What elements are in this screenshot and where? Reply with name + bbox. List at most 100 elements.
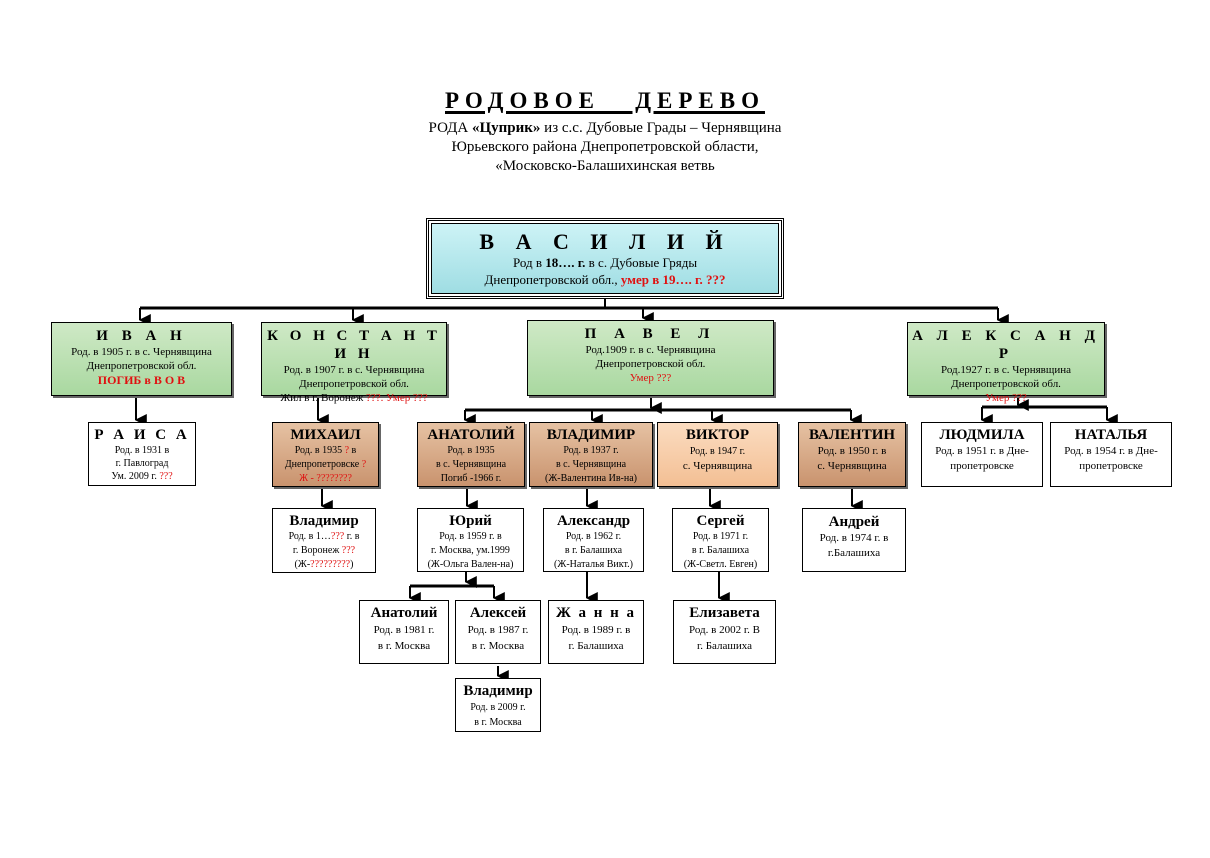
node-konstantin: К О Н С Т А Н Т И Н Род. в 1907 г. в с. …: [261, 322, 447, 404]
subtitle-line-1: РОДА «Цуприк» из с.с. Дубовые Грады – Че…: [428, 120, 782, 136]
node-name: Сергей: [696, 513, 745, 529]
node-anatoliy: АНАТОЛИЙ Род. в 1935 в с. Чернявщина Пог…: [417, 422, 525, 487]
node-line: г. Балашиха: [568, 640, 624, 652]
node-line: (Ж-Валентина Ив-на): [544, 473, 637, 484]
node-vladimir-alekseevich: Владимир Род. в 2009 г. в г. Москва: [455, 678, 541, 732]
node-name: Р А И С А: [94, 427, 190, 443]
node-name: Владимир: [463, 683, 533, 699]
node-line: (Ж-Ольга Вален-на): [427, 559, 514, 570]
node-line: в г. Балашиха: [564, 545, 623, 556]
node-line: Род. в 1962 г.: [565, 531, 622, 542]
node-line: (Ж-?????????): [294, 559, 354, 570]
node-line: Днепропетровской обл.: [299, 378, 409, 390]
node-elizaveta: Елизавета Род. в 2002 г. В г. Балашиха: [673, 600, 776, 664]
node-line: Умер ???: [985, 392, 1027, 404]
node-name: Анатолий: [370, 605, 438, 621]
node-line: с. Чернявщина: [682, 460, 753, 472]
node-name: Юрий: [449, 513, 492, 529]
node-line: Род. в 1935 ? в: [294, 445, 357, 456]
node-line: Род. в 1959 г. в: [439, 531, 502, 542]
node-line: пропетровске: [1079, 460, 1143, 472]
node-line: Погиб -1966 г.: [440, 473, 502, 484]
node-lyudmila: ЛЮДМИЛА Род. в 1951 г. в Дне- пропетровс…: [921, 422, 1043, 487]
node-line: г.Балашиха: [827, 547, 881, 559]
node-sergey: Сергей Род. в 1971 г. в г. Балашиха (Ж-С…: [672, 508, 769, 572]
node-name: Андрей: [828, 514, 880, 530]
node-name: К О Н С Т А Н Т И Н: [267, 328, 441, 362]
node-vladimir-mikhailovich: Владимир Род. в 1…??? г. в г. Воронеж ??…: [272, 508, 376, 573]
node-line: Род. в 1907 г. в с. Чернявщина: [283, 364, 425, 376]
node-name: Ж а н н а: [555, 605, 637, 621]
node-line: Днепропетровской обл.: [86, 360, 197, 372]
node-line: ПОГИБ в В О В: [97, 373, 186, 387]
node-line: Днепропетровской обл., умер в 19…. г. ??…: [484, 272, 726, 287]
node-line: в г. Балашиха: [691, 545, 750, 556]
node-viktor: ВИКТОР Род. в 1947 г. с. Чернявщина: [657, 422, 778, 487]
node-name: А Л Е К С А Н Д Р: [912, 328, 1100, 362]
node-name: П А В Е Л: [584, 326, 717, 342]
node-line: Род. в 1905 г. в с. Чернявщина: [71, 346, 212, 358]
node-line: Род. в 1937 г.: [563, 445, 619, 456]
node-name: Владимир: [289, 513, 359, 529]
node-name: И В А Н: [96, 328, 187, 344]
node-line: Род в 18…. г. в с. Дубовые Гряды: [512, 255, 698, 270]
node-line: в г. Москва: [377, 640, 431, 652]
node-name: Елизавета: [689, 605, 760, 621]
node-line: Днепропетровской обл.: [595, 358, 706, 370]
node-line: г. Балашиха: [696, 640, 753, 652]
node-line: Род.1927 г. в с. Чернявщина: [940, 364, 1072, 376]
node-line: Род. в 1951 г. в Дне-: [935, 445, 1029, 457]
node-name: Алексей: [469, 605, 527, 621]
node-line: с. Чернявщина: [817, 460, 887, 472]
node-line: Умер ???: [629, 372, 672, 384]
node-ivan: И В А Н Род. в 1905 г. в с. Чернявщина Д…: [51, 322, 232, 396]
node-line: Род. в 1935: [447, 445, 495, 456]
node-line: Ж - ????????: [299, 473, 352, 484]
node-line: Днепропетровске ?: [284, 459, 367, 470]
subtitle-line-3: «Московско-Балашихинская ветвь: [495, 158, 715, 174]
node-line: (Ж-Наталья Викт.): [554, 559, 633, 570]
node-line: Ум. 2009 г. ???: [111, 471, 173, 482]
node-line: в г. Москва: [471, 640, 525, 652]
node-yuriy: Юрий Род. в 1959 г. в г. Москва, ум.1999…: [417, 508, 524, 572]
subtitle-line-2: Юрьевского района Днепропетровской облас…: [451, 139, 759, 155]
node-line: г. Москва, ум.1999: [431, 545, 510, 556]
node-aleksandr-vladimirovich: Александр Род. в 1962 г. в г. Балашиха (…: [543, 508, 644, 572]
node-line: Род. в 2009 г.: [470, 702, 526, 713]
node-line: Род. в 1947 г.: [689, 446, 746, 457]
node-valentin: ВАЛЕНТИН Род. в 1950 г. в с. Чернявщина: [798, 422, 906, 487]
node-line: Род. в 1…??? г. в: [288, 531, 360, 542]
node-name: В А С И Л И Й: [479, 229, 731, 254]
node-raisa: Р А И С А Род. в 1931 в г. Павлоград Ум.…: [88, 422, 196, 486]
node-line: Род. в 1950 г. в: [817, 445, 887, 457]
node-pavel: П А В Е Л Род.1909 г. в с. Чернявщина Дн…: [527, 320, 774, 396]
node-andrey: Андрей Род. в 1974 г. в г.Балашиха: [802, 508, 906, 572]
node-line: в с. Чернявщина: [555, 459, 627, 470]
node-line: Род. в 1954 г. в Дне-: [1064, 445, 1158, 457]
node-natalya: НАТАЛЬЯ Род. в 1954 г. в Дне- пропетровс…: [1050, 422, 1172, 487]
node-line: г. Воронеж ???: [292, 545, 356, 556]
root-node-vasiliy: В А С И Л И Й Род в 18…. г. в с. Дубовые…: [426, 218, 784, 299]
node-mikhail: МИХАИЛ Род. в 1935 ? в Днепропетровске ?…: [272, 422, 379, 487]
node-line: Жил в г. Воронеж ???. Умер ???: [280, 392, 428, 404]
node-name: ВАЛЕНТИН: [808, 427, 896, 443]
node-line: Днепропетровской обл.: [951, 378, 1061, 390]
node-aleksey: Алексей Род. в 1987 г. в г. Москва: [455, 600, 541, 664]
node-line: Род. в 1981 г.: [373, 624, 435, 636]
node-vladimir: ВЛАДИМИР Род. в 1937 г. в с. Чернявщина …: [529, 422, 653, 487]
node-line: Род. в 1987 г.: [467, 624, 529, 636]
node-name: ЛЮДМИЛА: [939, 427, 1025, 443]
node-line: Род.1909 г. в с. Чернявщина: [585, 344, 716, 356]
node-line: Род. в 1971 г.: [692, 531, 749, 542]
node-line: г. Павлоград: [115, 458, 169, 469]
node-name: Александр: [556, 513, 631, 529]
node-aleksandr: А Л Е К С А Н Д Р Род.1927 г. в с. Черня…: [907, 322, 1105, 404]
node-name: НАТАЛЬЯ: [1074, 427, 1148, 443]
node-line: пропетровске: [950, 460, 1014, 472]
node-name: АНАТОЛИЙ: [427, 427, 515, 443]
node-line: в г. Москва: [474, 717, 522, 728]
node-zhanna: Ж а н н а Род. в 1989 г. в г. Балашиха: [548, 600, 644, 664]
node-name: МИХАИЛ: [290, 427, 361, 443]
node-line: Род. в 1974 г. в: [819, 532, 889, 544]
